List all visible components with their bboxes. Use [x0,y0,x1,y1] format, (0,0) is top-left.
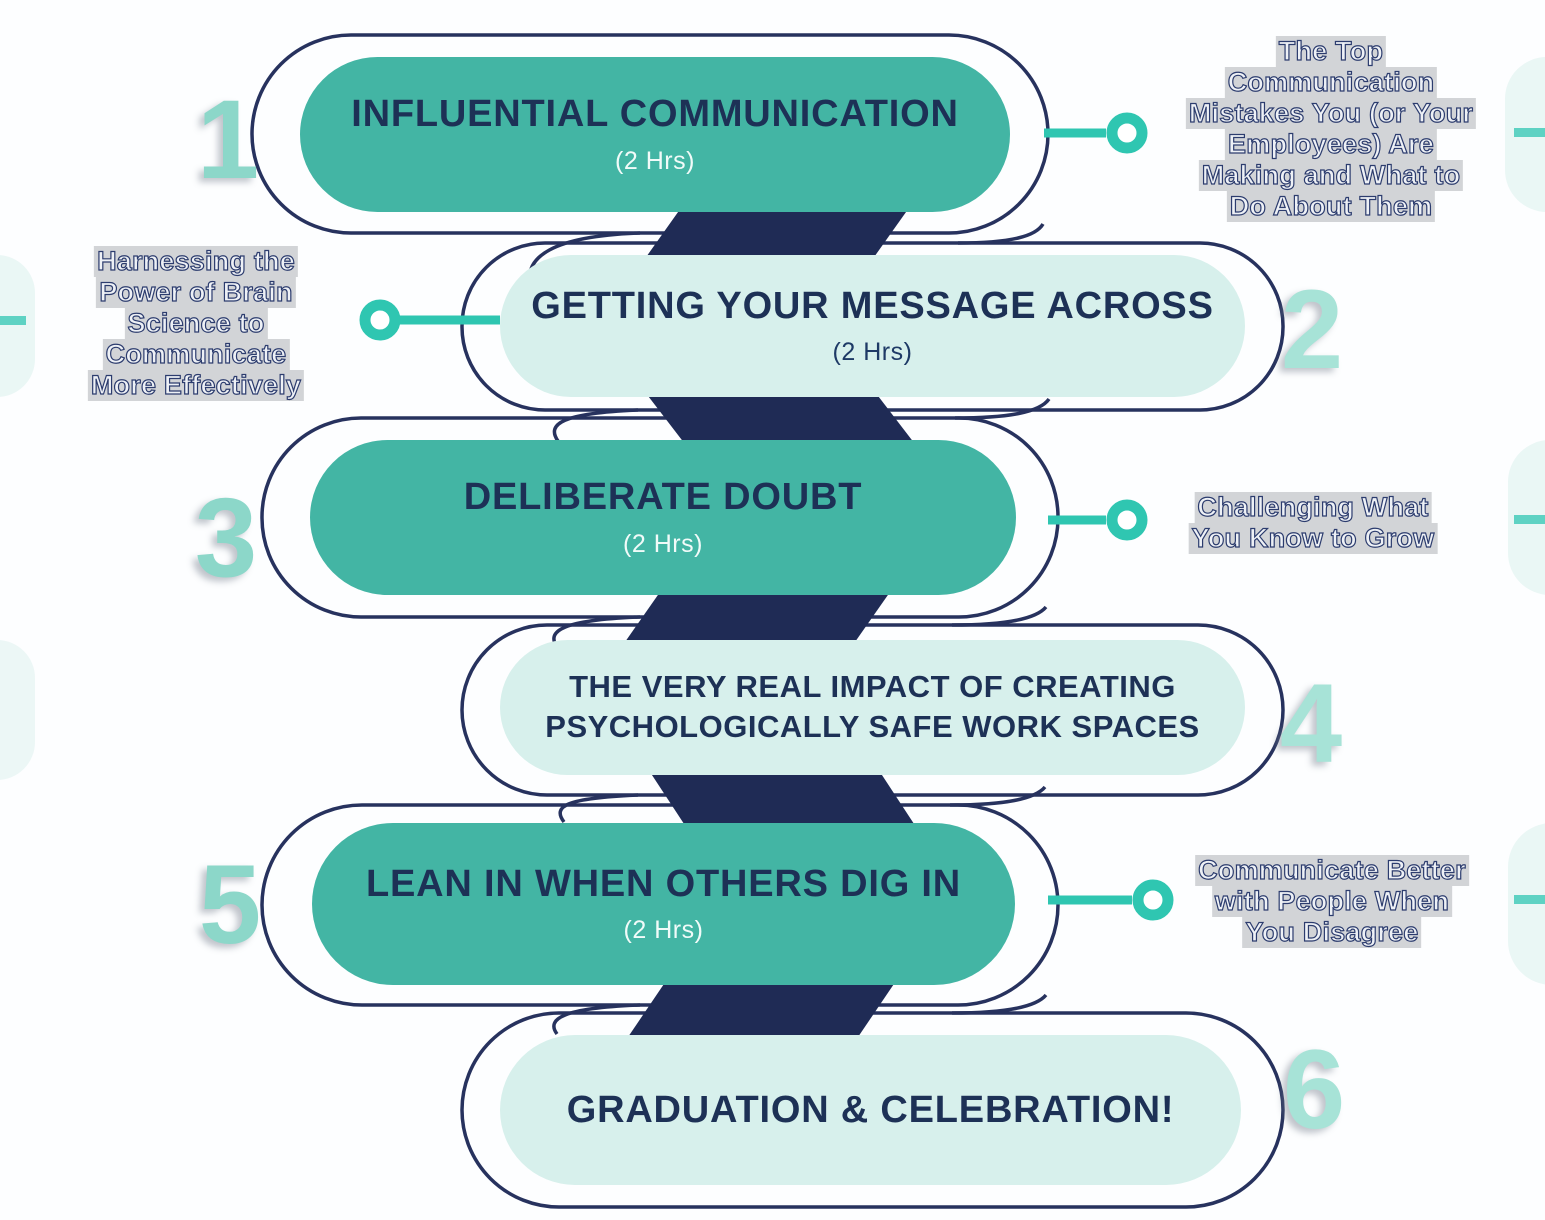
annotation-line: The Top [1275,35,1387,67]
step-2-title: GETTING YOUR MESSAGE ACROSS [531,284,1214,327]
connector-ring-step-5 [1132,879,1174,921]
ribbon-segment-3 [618,592,890,652]
step-pill-2: GETTING YOUR MESSAGE ACROSS (2 Hrs) [500,255,1245,397]
annotation-line: Employees) Are [1225,128,1437,160]
step-3-title: DELIBERATE DOUBT [463,476,863,519]
ribbon-segment-1 [644,198,916,260]
step-number-4: 4 [1279,661,1343,786]
ribbon-segment-5 [626,978,898,1040]
annotation-line: Challenging What [1194,491,1432,523]
outline-link [949,785,1047,807]
outline-link [957,222,1045,245]
annotation-line: Power of Brain [96,276,296,308]
annotation-line: with People When [1211,885,1453,917]
annotation-step-3: Challenging What You Know to Grow [1188,491,1438,554]
annotation-line: Making and What to [1198,159,1464,191]
outline-link [951,993,1048,1015]
step-4-title-line-1: THE VERY REAL IMPACT OF CREATING [569,669,1176,705]
annotation-step-1: The Top Communication Mistakes You (or Y… [1185,35,1477,222]
step-pill-1: INFLUENTIAL COMMUNICATION (2 Hrs) [300,57,1010,212]
step-5-title: LEAN IN WHEN OTHERS DIG IN [365,862,962,905]
step-4-title-line-2: PSYCHOLOGICALLY SAFE WORK SPACES [545,709,1200,744]
edge-connector-stub [1514,128,1545,137]
step-pill-6: GRADUATION & CELEBRATION! [500,1035,1241,1185]
step-number-6: 6 [1282,1027,1346,1152]
annotation-line: Science to [124,307,268,339]
edge-connector-stub [1514,895,1545,904]
edge-connector-stub [1514,515,1545,524]
outline-link [552,408,639,443]
annotation-line: Mistakes You (or Your [1185,97,1477,129]
connector-ring-step-1 [1106,112,1148,154]
annotation-line: Communicate Better [1195,854,1469,886]
step-number-5: 5 [198,842,262,967]
annotation-line: You Disagree [1242,916,1422,948]
annotation-line: Harnessing the [94,245,298,277]
step-3-duration: (2 Hrs) [623,529,703,558]
ribbon-segment-2 [645,392,918,448]
step-pill-3: DELIBERATE DOUBT (2 Hrs) [310,440,1016,595]
step-6-title: GRADUATION & CELEBRATION! [566,1088,1175,1131]
annotation-line: Communicate [102,338,290,370]
annotation-step-5: Communicate Better with People When You … [1195,854,1469,948]
outline-link [552,1003,641,1036]
step-pill-5: LEAN IN WHEN OTHERS DIG IN (2 Hrs) [312,823,1015,985]
step-number-1: 1 [196,77,260,202]
step-number-2: 2 [1280,267,1344,392]
outline-link [558,793,639,824]
edge-connector-stub [0,316,26,325]
annotation-line: More Effectively [87,369,305,401]
step-1-duration: (2 Hrs) [615,146,695,175]
edge-echo-capsule [0,640,35,780]
connector-ring-step-3 [1106,499,1148,541]
step-2-duration: (2 Hrs) [832,338,913,367]
outline-link [954,397,1051,420]
step-pill-4: THE VERY REAL IMPACT OF CREATING PSYCHOL… [500,640,1245,775]
annotation-line: Communication [1224,66,1438,98]
edge-echo-capsule [0,255,35,397]
annotation-step-2: Harnessing the Power of Brain Science to… [87,245,305,401]
annotation-line: You Know to Grow [1188,522,1438,554]
step-1-title: INFLUENTIAL COMMUNICATION [351,93,959,136]
annotation-line: Do About Them [1226,190,1436,222]
step-5-duration: (2 Hrs) [623,916,704,945]
ribbon-segment-4 [650,772,918,830]
connector-ring-step-2 [359,299,401,341]
outline-link [951,605,1048,627]
step-number-3: 3 [194,475,258,600]
